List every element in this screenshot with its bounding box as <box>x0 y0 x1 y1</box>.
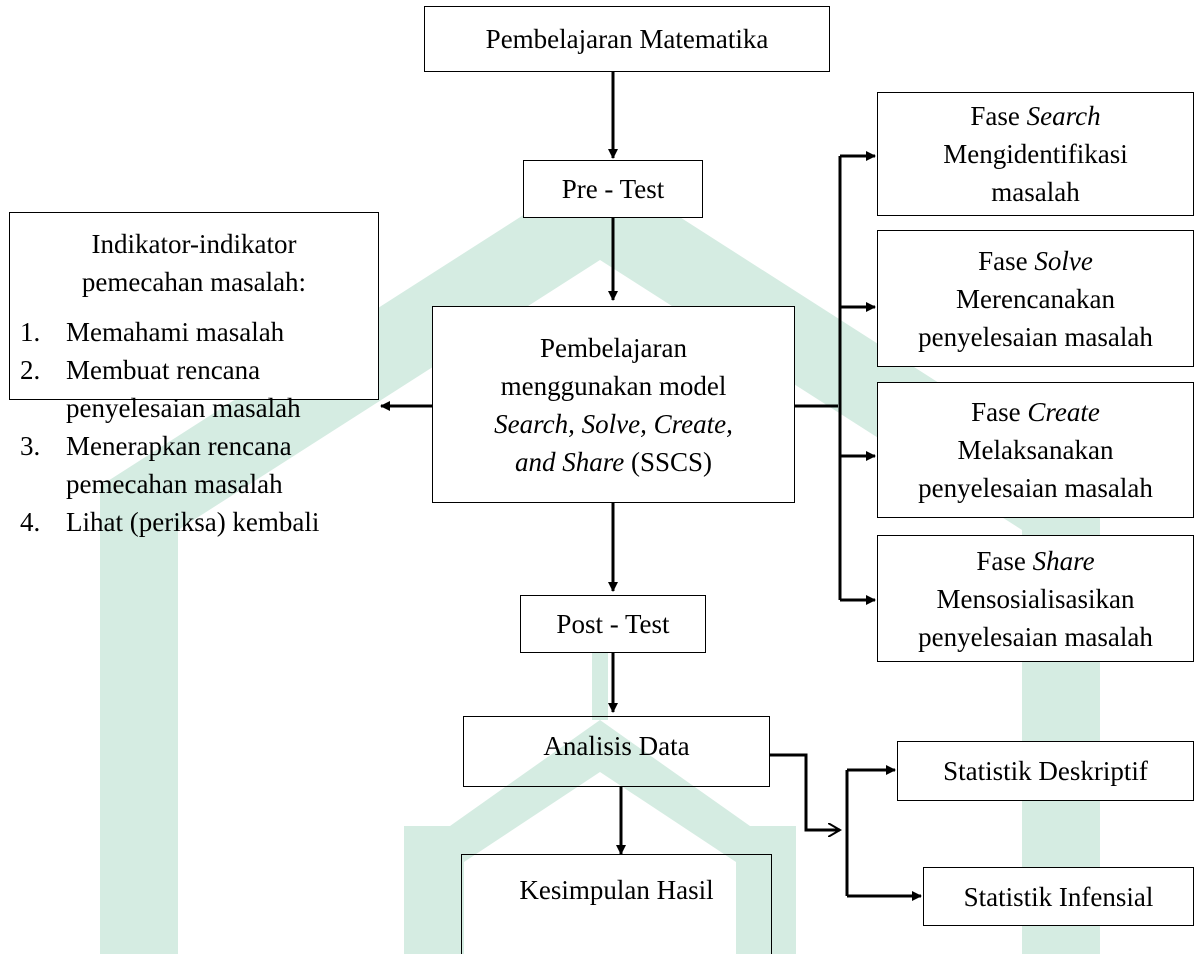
phase-title: Fase Share <box>976 542 1094 580</box>
indikator-item: 1. Memahami masalah <box>20 313 368 351</box>
phase-box-create: Fase Create Melaksanakan penyelesaian ma… <box>877 382 1194 518</box>
phase-line-2: Mengidentifikasi <box>943 139 1128 169</box>
model-line-4-normal: (SSCS) <box>624 446 713 477</box>
indikator-item-text: Menerapkan rencana <box>66 431 292 461</box>
phase-prefix: Fase <box>976 545 1033 576</box>
phase-line-3: penyelesaian masalah <box>918 473 1153 503</box>
indikator-heading-line-2: pemecahan masalah: <box>81 267 307 297</box>
indikator-item-text: penyelesaian masalah <box>66 393 301 423</box>
indikator-item-number: 1. <box>20 317 41 347</box>
node-statistik-infensial-label: Statistik Infensial <box>963 881 1154 912</box>
indikator-item: 2. Membuat rencana <box>20 351 368 389</box>
node-model-sscs: Pembelajaran menggunakan model Search, S… <box>432 306 795 503</box>
indikator-item-text: Lihat (periksa) kembali <box>66 507 320 537</box>
phase-box-search: Fase Search Mengidentifikasi masalah <box>877 92 1194 216</box>
model-line-4-italic: and Share <box>514 446 625 477</box>
line-analisis-to-stat-bus <box>770 753 840 830</box>
phase-prefix: Fase <box>971 397 1028 427</box>
phase-title: Fase Search <box>970 97 1100 135</box>
node-analisis-data: Analisis Data <box>463 716 770 787</box>
node-post-test: Post - Test <box>520 595 706 653</box>
node-analisis-data-label: Analisis Data <box>543 730 690 761</box>
phase-name: Search <box>1026 101 1101 131</box>
phase-prefix: Fase <box>978 245 1035 276</box>
phase-line-2: Merencanakan <box>956 283 1115 314</box>
phase-title: Fase Create <box>971 393 1100 431</box>
phase-box-solve: Fase Solve Merencanakan penyelesaian mas… <box>877 230 1194 367</box>
indikator-item-number: 4. <box>20 507 41 537</box>
phase-line-3: penyelesaian masalah <box>918 321 1153 352</box>
indikator-item-text: Membuat rencana <box>66 355 261 385</box>
node-statistik-deskriptif: Statistik Deskriptif <box>897 741 1194 801</box>
model-line-1: Pembelajaran <box>540 332 687 363</box>
phase-name: Solve <box>1034 245 1093 276</box>
model-line-3: Search, Solve, Create, <box>494 408 733 439</box>
indikator-item: 3. Menerapkan rencana <box>20 427 368 465</box>
indikator-item-indent <box>20 389 66 427</box>
phase-line-2: Mensosialisasikan <box>936 583 1135 614</box>
node-kesimpulan-hasil-label: Kesimpulan Hasil <box>519 875 714 905</box>
phase-line-3: penyelesaian masalah <box>918 621 1153 652</box>
phase-box-share: Fase Share Mensosialisasikan penyelesaia… <box>877 535 1194 662</box>
node-post-test-label: Post - Test <box>556 609 670 639</box>
phase-title: Fase Solve <box>978 242 1093 280</box>
model-line-4: and Share (SSCS) <box>515 443 712 481</box>
node-pre-test-label: Pre - Test <box>561 174 665 204</box>
phase-line-3: masalah <box>991 177 1080 207</box>
phase-line-2: Melaksanakan <box>957 435 1114 465</box>
phase-name: Create <box>1027 397 1100 427</box>
indikator-heading-line-1: Indikator-indikator <box>91 229 297 259</box>
indikator-item-continuation: penyelesaian masalah <box>20 389 368 427</box>
model-line-2: menggunakan model <box>500 370 727 401</box>
node-statistik-infensial: Statistik Infensial <box>923 867 1194 926</box>
indikator-list: 1. Memahami masalah 2. Membuat rencana p… <box>20 313 368 541</box>
indikator-item-number: 2. <box>20 355 41 385</box>
node-kesimpulan-hasil: Kesimpulan Hasil <box>461 854 772 954</box>
phase-name: Share <box>1032 545 1095 576</box>
phase-prefix: Fase <box>970 101 1027 131</box>
indikator-box: Indikator-indikator pemecahan masalah: 1… <box>9 212 379 537</box>
node-pembelajaran-matematika-label: Pembelajaran Matematika <box>485 24 769 54</box>
node-pre-test: Pre - Test <box>523 160 703 218</box>
indikator-item: 4. Lihat (periksa) kembali <box>20 503 368 541</box>
indikator-item-text: Memahami masalah <box>66 317 285 347</box>
node-statistik-deskriptif-label: Statistik Deskriptif <box>943 756 1148 786</box>
indikator-item-indent <box>20 465 66 503</box>
indikator-item-text: pemecahan masalah <box>66 469 283 499</box>
node-pembelajaran-matematika: Pembelajaran Matematika <box>424 6 830 72</box>
indikator-item-number: 3. <box>20 431 41 461</box>
indikator-item-continuation: pemecahan masalah <box>20 465 368 503</box>
